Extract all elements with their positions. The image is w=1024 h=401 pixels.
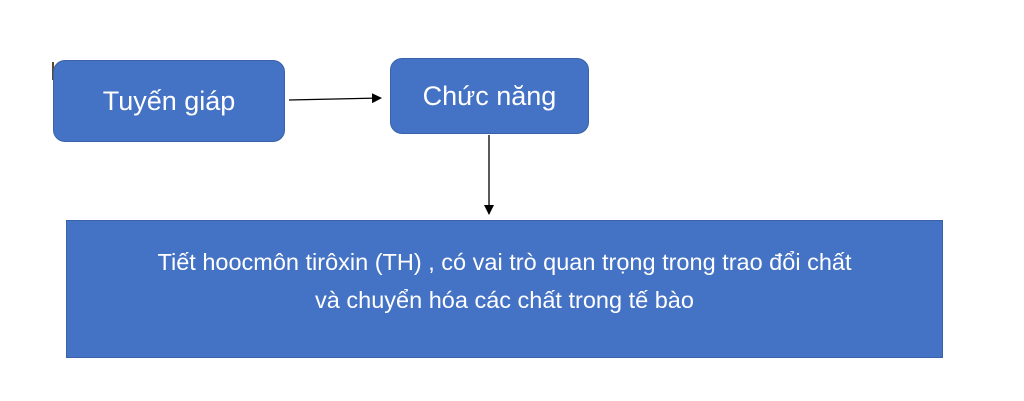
node-thyroid-label: Tuyến giáp <box>102 85 236 116</box>
node-thyroid: Tuyến giáp <box>53 60 285 142</box>
node-description: Tiết hoocmôn tirôxin (TH) , có vai trò q… <box>66 220 943 358</box>
node-function-label: Chức năng <box>422 80 557 111</box>
node-function: Chức năng <box>390 58 589 134</box>
description-line-2: và chuyển hóa các chất trong tế bào <box>315 287 694 313</box>
arrow-right <box>288 93 382 104</box>
description-line-1: Tiết hoocmôn tirôxin (TH) , có vai trò q… <box>157 249 852 275</box>
